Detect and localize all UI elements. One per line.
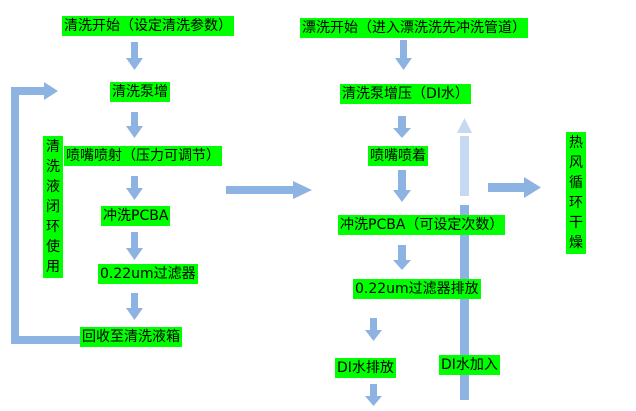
right-dry-label: 热风循环干燥	[569, 135, 583, 251]
left-loop-label-box: 清洗液闭环使用	[43, 136, 63, 278]
arrow-pump-to-nozzle	[393, 116, 411, 138]
arrow-filter-to-recover	[126, 293, 143, 320]
di-in-arrow-shaft	[460, 205, 469, 400]
loop-back-arrow	[11, 82, 80, 344]
arrow-wash-to-filter	[126, 232, 143, 260]
right-pump-box: 清洗泵增压（DI水）	[340, 84, 471, 104]
left-recover-box: 回收至清洗液箱	[80, 327, 182, 347]
left-spray-box: 喷嘴喷射（压力可调节）	[64, 146, 222, 166]
left-filter-label: 0.22um过滤器	[100, 266, 196, 282]
left-flow-arrows	[11, 42, 312, 344]
arrow-wash-to-filter	[393, 245, 411, 270]
arrow-drain-down	[365, 384, 382, 406]
left-wash-label: 冲洗PCBA	[103, 208, 169, 224]
right-di-in-box: DI水加入	[439, 355, 500, 375]
right-wash-label: 冲洗PCBA（可设定次数）	[340, 217, 504, 233]
right-drain-box: DI水排放	[335, 358, 396, 378]
di-in-arrow-head	[457, 118, 472, 133]
arrow-filter-to-drain	[365, 318, 382, 341]
left-wash-box: 冲洗PCBA	[101, 206, 171, 226]
left-filter-box: 0.22um过滤器	[98, 264, 198, 284]
arrow-to-rinse	[226, 181, 312, 199]
arrow-nozzle-to-wash	[393, 170, 411, 202]
right-filter-label: 0.22um过滤器排放	[355, 281, 479, 297]
arrow-pump-to-spray	[126, 112, 143, 138]
left-pump-label: 清洗泵增	[112, 84, 168, 100]
left-recover-label: 回收至清洗液箱	[82, 329, 180, 345]
right-dry-label-box: 热风循环干燥	[566, 132, 586, 254]
right-di-in-label: DI水加入	[441, 357, 498, 373]
arrow-rinse-start-to-pump	[395, 40, 412, 70]
right-start-box: 漂洗开始（进入漂洗洗先冲洗管道）	[300, 18, 528, 38]
left-start-box: 清洗开始（设定清洗参数）	[62, 16, 234, 36]
left-start-label: 清洗开始（设定清洗参数）	[64, 18, 232, 34]
arrow-start-to-pump	[126, 42, 143, 70]
di-in-arrow-light-shaft	[460, 136, 469, 196]
arrow-spray-to-wash	[126, 176, 143, 200]
di-in-arrow-light	[457, 118, 472, 196]
right-filter-box: 0.22um过滤器排放	[353, 279, 481, 299]
right-nozzle-box: 喷嘴喷着	[368, 146, 428, 166]
right-flow-arrows	[365, 40, 541, 406]
right-nozzle-label: 喷嘴喷着	[370, 148, 426, 164]
right-pump-label: 清洗泵增压（DI水）	[342, 86, 469, 102]
arrow-to-dry	[488, 177, 541, 198]
right-start-label: 漂洗开始（进入漂洗洗先冲洗管道）	[302, 20, 526, 36]
right-drain-label: DI水排放	[337, 360, 394, 376]
left-spray-label: 喷嘴喷射（压力可调节）	[66, 148, 220, 164]
left-pump-box: 清洗泵增	[110, 82, 170, 102]
left-loop-label: 清洗液闭环使用	[46, 139, 60, 275]
right-wash-box: 冲洗PCBA（可设定次数）	[338, 215, 506, 235]
